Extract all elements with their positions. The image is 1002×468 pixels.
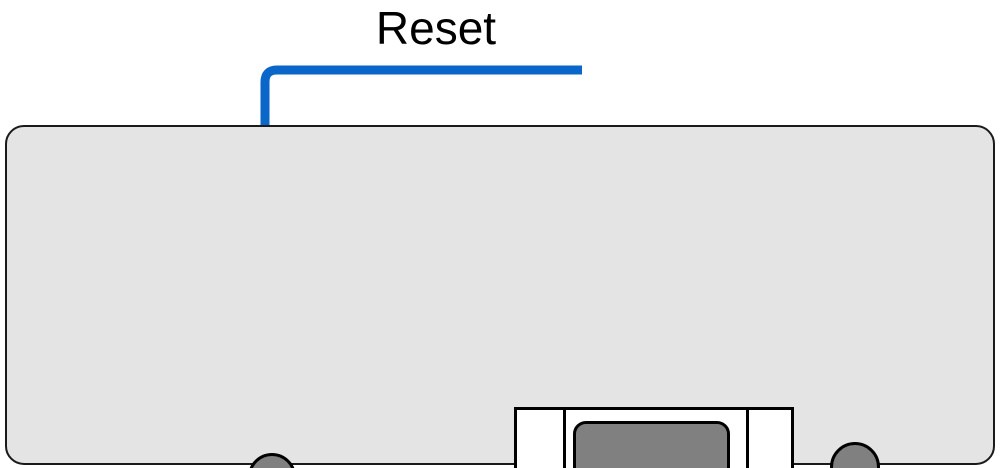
- port-module[interactable]: [514, 407, 794, 468]
- port-divider-right: [746, 410, 749, 468]
- reset-button[interactable]: [248, 453, 296, 468]
- port-divider-left: [563, 410, 566, 468]
- device-chassis: Reset Status Ω: [5, 125, 995, 468]
- port-socket[interactable]: [573, 421, 730, 468]
- callout-title: Reset: [375, 2, 497, 54]
- omega-jack[interactable]: [830, 442, 880, 468]
